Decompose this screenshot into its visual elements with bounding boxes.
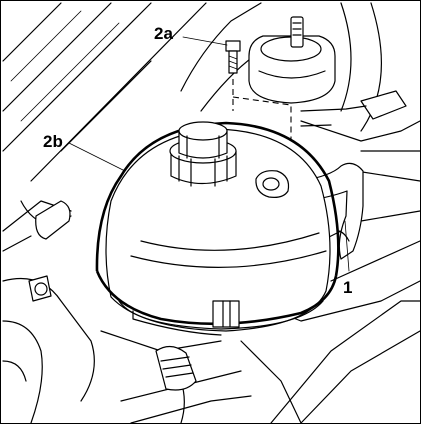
callout-1: 1 [343, 278, 352, 297]
leader-lines [68, 36, 350, 272]
coolant-expansion-tank [95, 121, 340, 336]
callout-2a: 2a [154, 24, 173, 43]
callout-2b: 2b [43, 132, 63, 151]
strut-top-mount [248, 16, 336, 104]
mounting-bolt [225, 40, 241, 74]
filler-cap [169, 121, 237, 187]
mounting-position-outline [232, 79, 292, 141]
